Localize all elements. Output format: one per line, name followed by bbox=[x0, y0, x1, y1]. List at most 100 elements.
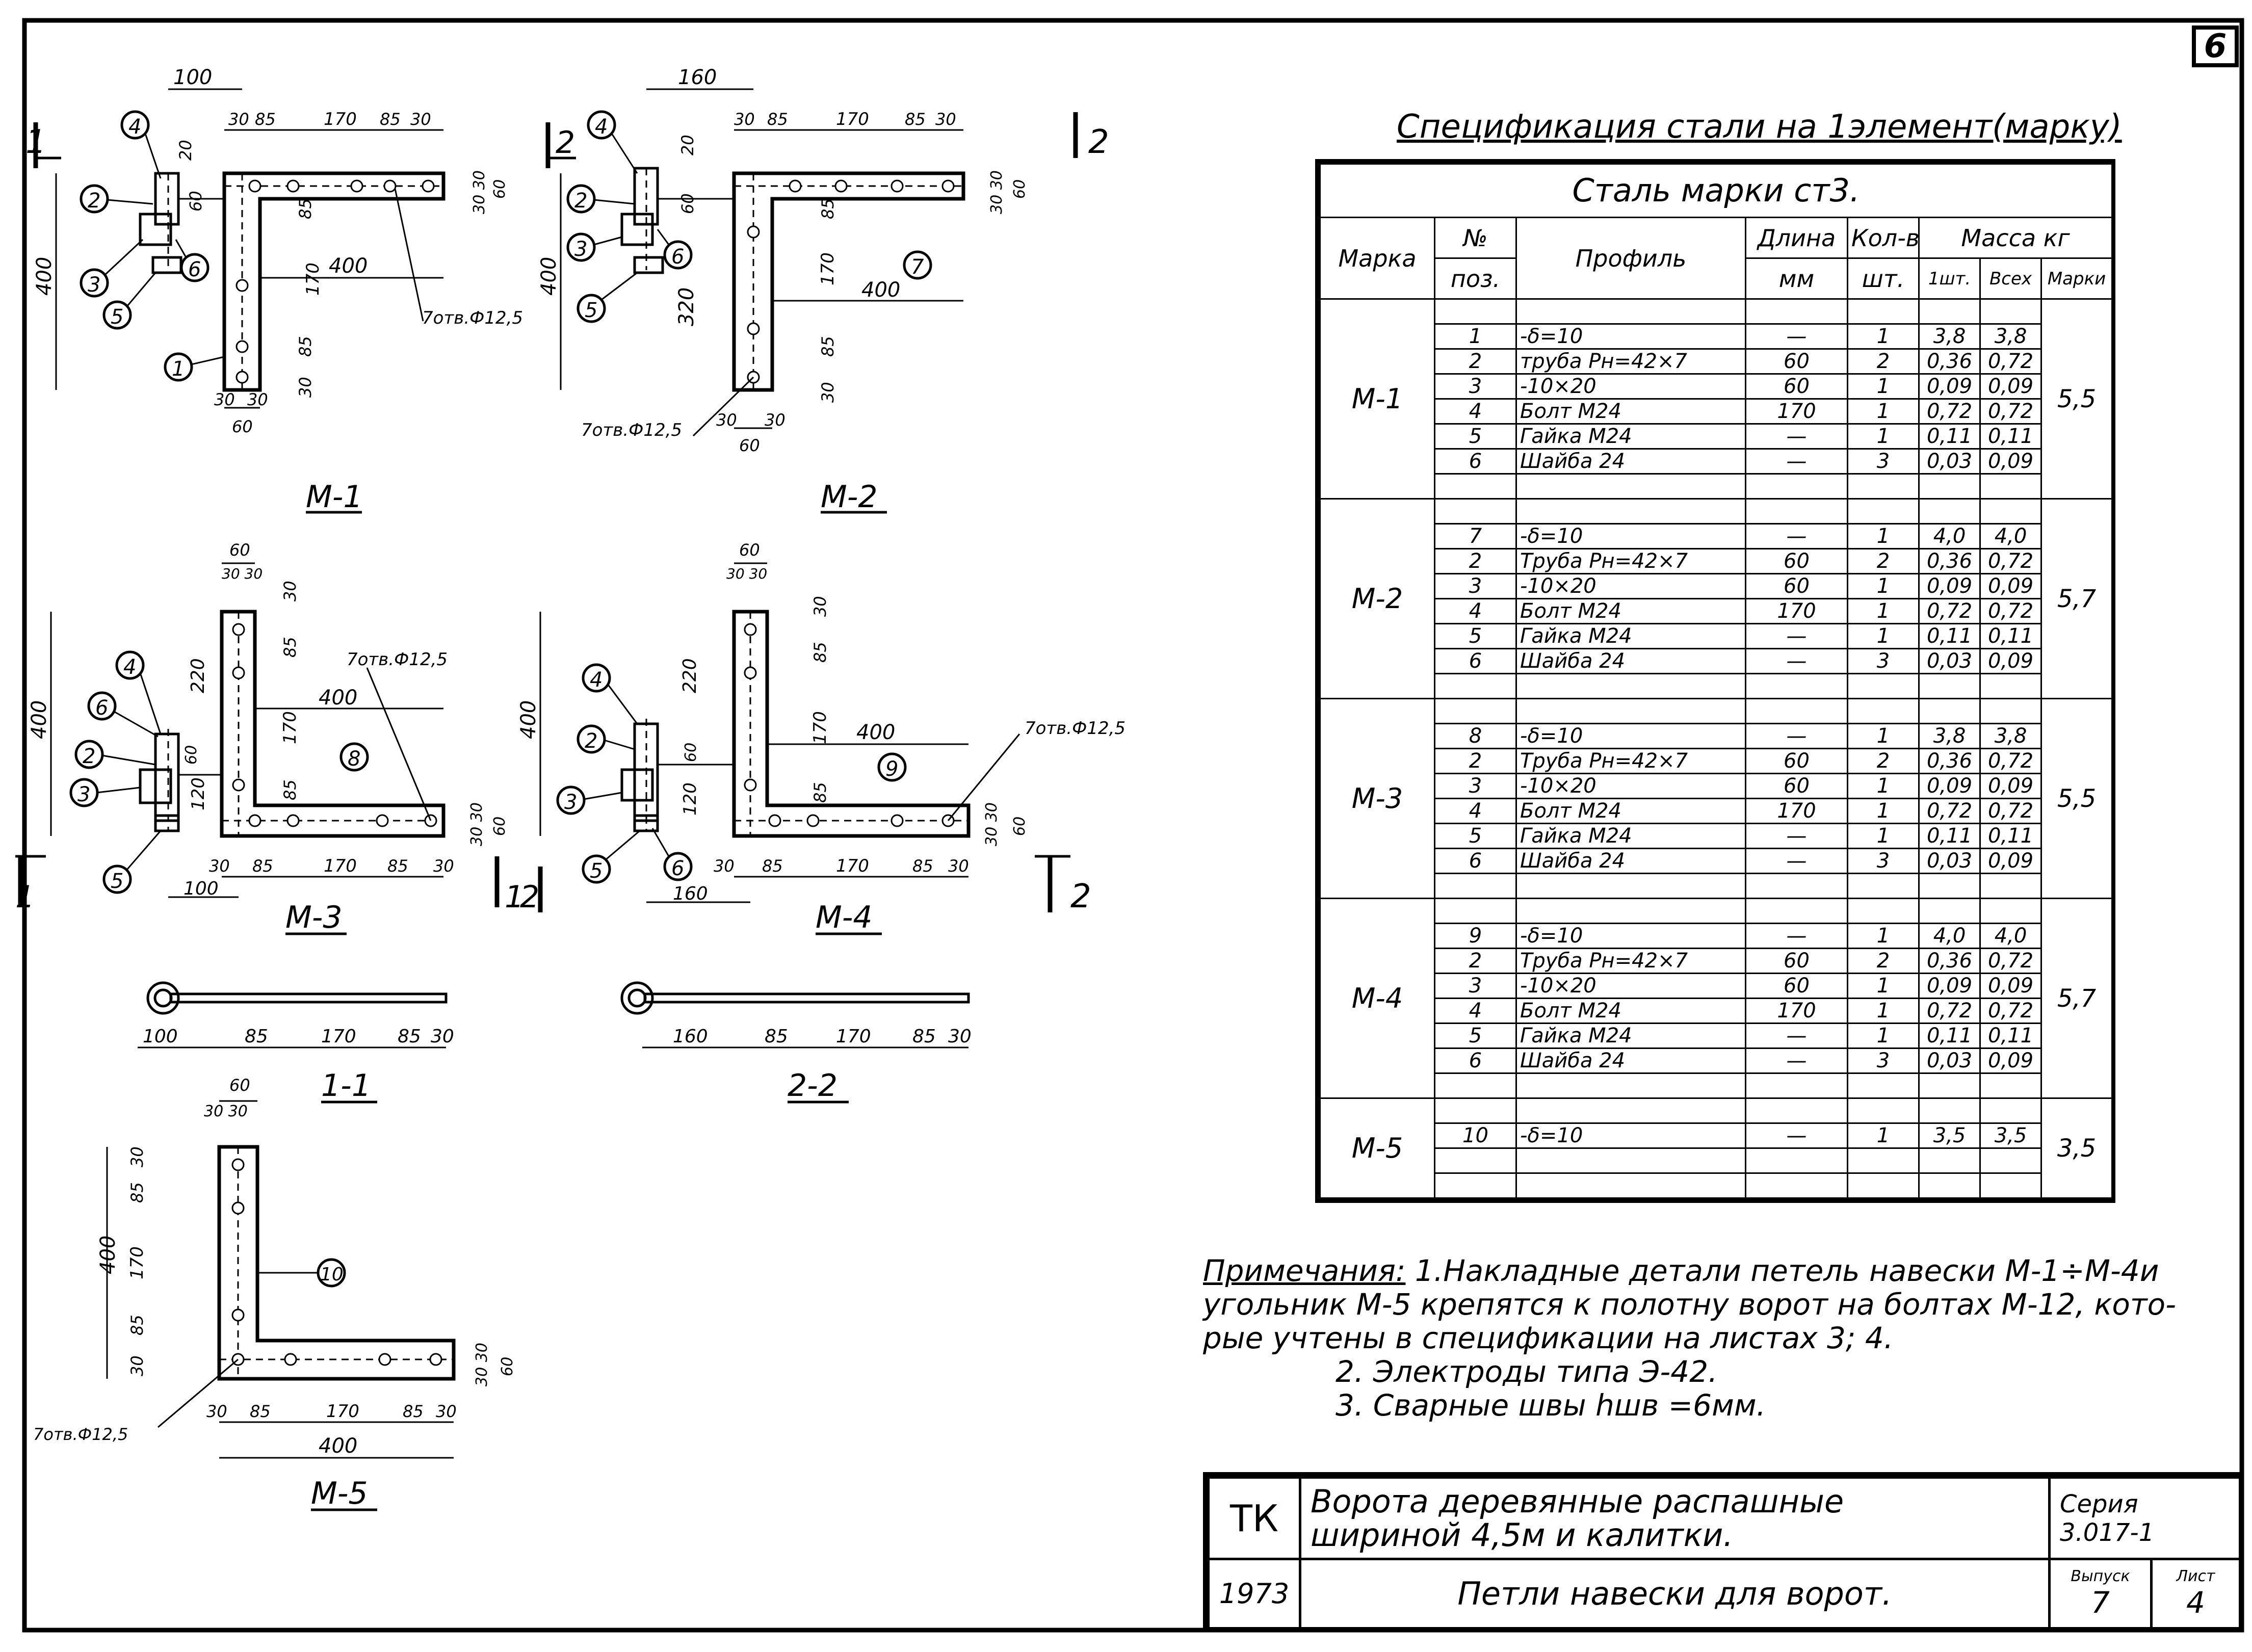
svg-text:30: 30 bbox=[765, 410, 785, 430]
svg-text:5: 5 bbox=[111, 305, 123, 329]
spec-cell-one: 0,03 bbox=[1918, 1047, 1981, 1074]
spec-cell-profile bbox=[1515, 673, 1746, 699]
svg-text:7отв.Ф12,5: 7отв.Ф12,5 bbox=[1025, 718, 1125, 739]
header-mass: Масса кг bbox=[1918, 217, 2113, 259]
spec-cell-qty: 1 bbox=[1847, 398, 1920, 425]
spec-cell-profile bbox=[1515, 1172, 1746, 1199]
hole bbox=[248, 179, 261, 193]
spec-cell-all: 0,72 bbox=[1979, 398, 2042, 425]
spec-cell-qty bbox=[1847, 1097, 1920, 1124]
spec-cell-pos: 7 bbox=[1434, 523, 1517, 549]
svg-text:10: 10 bbox=[320, 1264, 344, 1285]
spec-cell-all: 0,72 bbox=[1979, 348, 2042, 375]
spec-cell-profile: -10×20 bbox=[1515, 373, 1746, 400]
spec-cell-qty: 3 bbox=[1847, 448, 1920, 475]
svg-text:4: 4 bbox=[595, 115, 608, 139]
spec-cell-one: 0,72 bbox=[1918, 398, 1981, 425]
spec-cell-pos: 8 bbox=[1434, 723, 1517, 749]
spec-cell-pos: 1 bbox=[1434, 323, 1517, 350]
spec-cell-one: 0,09 bbox=[1918, 773, 1981, 799]
spec-cell-profile bbox=[1515, 498, 1746, 525]
spec-cell-all bbox=[1979, 498, 2042, 525]
spec-cell-len: — bbox=[1745, 423, 1848, 450]
svg-text:160: 160 bbox=[673, 883, 708, 904]
svg-text:3: 3 bbox=[77, 783, 90, 806]
spec-cell-pos bbox=[1434, 873, 1517, 899]
spec-cell-all bbox=[1979, 873, 2042, 899]
pos-bubble-5 bbox=[577, 294, 606, 323]
spec-cell-one: 0,72 bbox=[1918, 798, 1981, 824]
nut-pos5 bbox=[151, 256, 182, 274]
spec-cell-all: 0,09 bbox=[1979, 448, 2042, 475]
svg-text:85: 85 bbox=[127, 1182, 147, 1203]
pos-bubble-9 bbox=[877, 752, 907, 782]
note-line: 1.Накладные детали петель навески М-1÷М-… bbox=[1415, 1253, 2159, 1288]
svg-text:2: 2 bbox=[585, 729, 597, 753]
spec-cell-qty bbox=[1847, 498, 1920, 525]
svg-text:60: 60 bbox=[1011, 817, 1029, 836]
svg-text:30: 30 bbox=[734, 110, 755, 129]
svg-text:170: 170 bbox=[818, 252, 838, 285]
year: 1973 bbox=[1207, 1558, 1301, 1630]
svg-text:85: 85 bbox=[280, 779, 300, 800]
section-1-1: 100 85 170 85 30 1-1 bbox=[138, 981, 454, 1104]
header-mass-mark: Марки bbox=[2040, 257, 2113, 300]
cut-label: 2 bbox=[556, 125, 575, 161]
pos-bubble-2 bbox=[566, 184, 596, 214]
pos-bubble-5 bbox=[582, 854, 611, 884]
svg-text:400: 400 bbox=[329, 254, 368, 278]
svg-text:30: 30 bbox=[948, 856, 969, 876]
spec-cell-len bbox=[1745, 298, 1848, 325]
svg-text:30: 30 bbox=[436, 1402, 457, 1421]
svg-text:60: 60 bbox=[229, 540, 250, 560]
nut-pos5 bbox=[633, 256, 664, 274]
hole bbox=[235, 371, 249, 384]
spec-cell-pos: 4 bbox=[1434, 998, 1517, 1024]
spec-row bbox=[1320, 1172, 2112, 1199]
pos-bubble-6 bbox=[87, 691, 117, 721]
drawing-m3: 4 6 2 3 5 8 1 1 60 30 30 30 85 170 85 22… bbox=[15, 540, 524, 935]
object-line2: шириной 4,5м и калитки. bbox=[1311, 1516, 1734, 1554]
spec-cell-profile: Шайба 24 bbox=[1515, 848, 1746, 874]
svg-text:7отв.Ф12,5: 7отв.Ф12,5 bbox=[581, 420, 682, 440]
svg-text:170: 170 bbox=[280, 711, 300, 744]
note-line: 3. Сварные швы hшв =6мм. bbox=[1336, 1388, 1766, 1423]
svg-text:400: 400 bbox=[856, 721, 895, 744]
spec-cell-profile: Шайба 24 bbox=[1515, 648, 1746, 674]
spec-cell-qty: 1 bbox=[1847, 623, 1920, 649]
svg-text:170: 170 bbox=[324, 856, 357, 876]
notes-label: Примечания: bbox=[1203, 1253, 1406, 1288]
spec-cell-one: 0,03 bbox=[1918, 648, 1981, 674]
spec-cell-qty: 2 bbox=[1847, 948, 1920, 974]
spec-cell-one bbox=[1918, 473, 1981, 500]
spec-cell-all: 0,09 bbox=[1979, 973, 2042, 999]
spec-cell-all: 0,09 bbox=[1979, 573, 2042, 599]
spec-cell-one: 0,09 bbox=[1918, 973, 1981, 999]
svg-text:3: 3 bbox=[574, 238, 587, 261]
spec-cell-pos bbox=[1434, 298, 1517, 325]
spec-cell-pos: 5 bbox=[1434, 423, 1517, 450]
spec-cell-all: 0,11 bbox=[1979, 423, 2042, 450]
spec-cell-len bbox=[1745, 473, 1848, 500]
view-title: М-5 bbox=[311, 1476, 368, 1511]
spec-cell-all: 0,11 bbox=[1979, 823, 2042, 849]
note-line: 2. Электроды типа Э-42. bbox=[1336, 1354, 1718, 1389]
svg-text:30 30: 30 30 bbox=[470, 170, 488, 214]
spec-mark: М-1 bbox=[1319, 298, 1435, 500]
spec-cell-profile: Гайка М24 bbox=[1515, 423, 1746, 450]
pos-bubble-4 bbox=[582, 663, 611, 693]
svg-text:85: 85 bbox=[296, 198, 315, 219]
